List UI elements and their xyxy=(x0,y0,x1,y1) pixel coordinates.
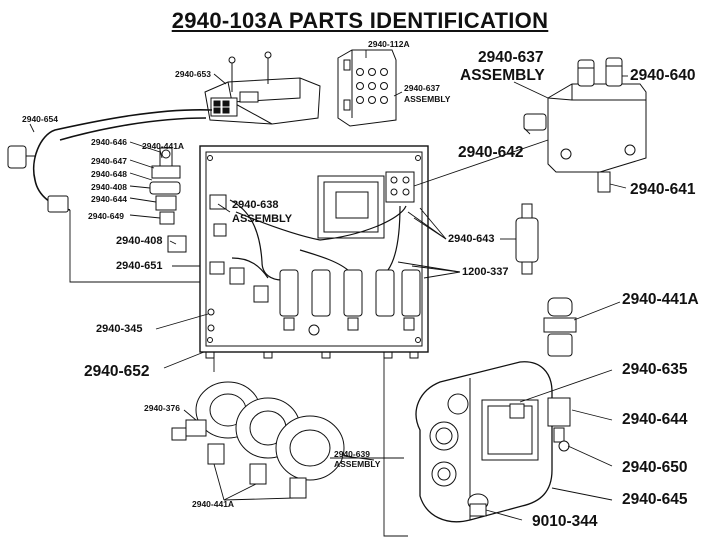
label-2940-649: 2940-649 xyxy=(88,211,124,221)
leader-lines xyxy=(29,50,628,537)
valve-row-drawing xyxy=(229,267,421,336)
label-2940-408: 2940-408 xyxy=(116,235,163,247)
control-module-drawing xyxy=(204,51,321,125)
label-2940-652: 2940-652 xyxy=(84,363,150,380)
label-2940-637-big: 2940-637 xyxy=(478,49,544,66)
top-manifold-drawing xyxy=(337,49,397,127)
label-2940-644: 2940-644 xyxy=(622,411,688,428)
label-2940-637-small: 2940-637 xyxy=(404,83,440,93)
label-2940-639-assembly: ASSEMBLY xyxy=(334,459,381,469)
label-2940-647: 2940-647 xyxy=(91,156,127,166)
pump-body-drawing xyxy=(415,361,571,523)
label-2940-637-big-assembly: ASSEMBLY xyxy=(460,67,545,84)
label-2940-653: 2940-653 xyxy=(175,69,211,79)
label-2940-644-small: 2940-644 xyxy=(91,194,127,204)
label-2940-642: 2940-642 xyxy=(458,144,524,161)
label-2940-635: 2940-635 xyxy=(622,361,688,378)
inner-tubing-drawing xyxy=(229,199,407,281)
page-title: 2940-103A PARTS IDENTIFICATION xyxy=(171,8,549,33)
label-2940-441a: 2940-441A xyxy=(622,291,699,308)
harness-connector-drawing xyxy=(7,145,69,213)
wire-harness-drawing xyxy=(33,108,213,211)
label-2940-345: 2940-345 xyxy=(96,323,143,335)
inline-filter-drawing xyxy=(515,203,539,275)
label-2940-638: 2940-638 xyxy=(232,199,279,211)
label-2940-441a-small: 2940-441A xyxy=(142,141,185,151)
label-2940-112a: 2940-112A xyxy=(368,39,410,49)
label-2940-441a-bottom: 2940-441A xyxy=(192,499,235,509)
label-2940-639: 2940-639 xyxy=(334,449,370,459)
valve-bank-drawing xyxy=(171,381,345,499)
label-2940-645: 2940-645 xyxy=(622,491,688,508)
fitting-441a-drawing xyxy=(543,297,577,357)
label-2940-641: 2940-641 xyxy=(630,181,696,198)
right-manifold-drawing xyxy=(523,57,647,193)
label-2940-643: 2940-643 xyxy=(448,233,495,245)
label-2940-650: 2940-650 xyxy=(622,459,688,476)
label-2940-637-small-assembly: ASSEMBLY xyxy=(404,94,451,104)
label-2940-640: 2940-640 xyxy=(630,67,696,84)
label-2940-646: 2940-646 xyxy=(91,137,127,147)
label-2940-408-small: 2940-408 xyxy=(91,182,127,192)
label-9010-344: 9010-344 xyxy=(532,513,598,530)
label-2940-654: 2940-654 xyxy=(22,114,58,124)
left-wall-fittings-drawing xyxy=(209,194,227,275)
label-2940-638-assembly: ASSEMBLY xyxy=(232,213,293,225)
label-2940-648: 2940-648 xyxy=(91,169,127,179)
label-2940-651: 2940-651 xyxy=(116,260,163,272)
label-2940-376: 2940-376 xyxy=(144,403,180,413)
label-1200-337: 1200-337 xyxy=(462,266,509,278)
